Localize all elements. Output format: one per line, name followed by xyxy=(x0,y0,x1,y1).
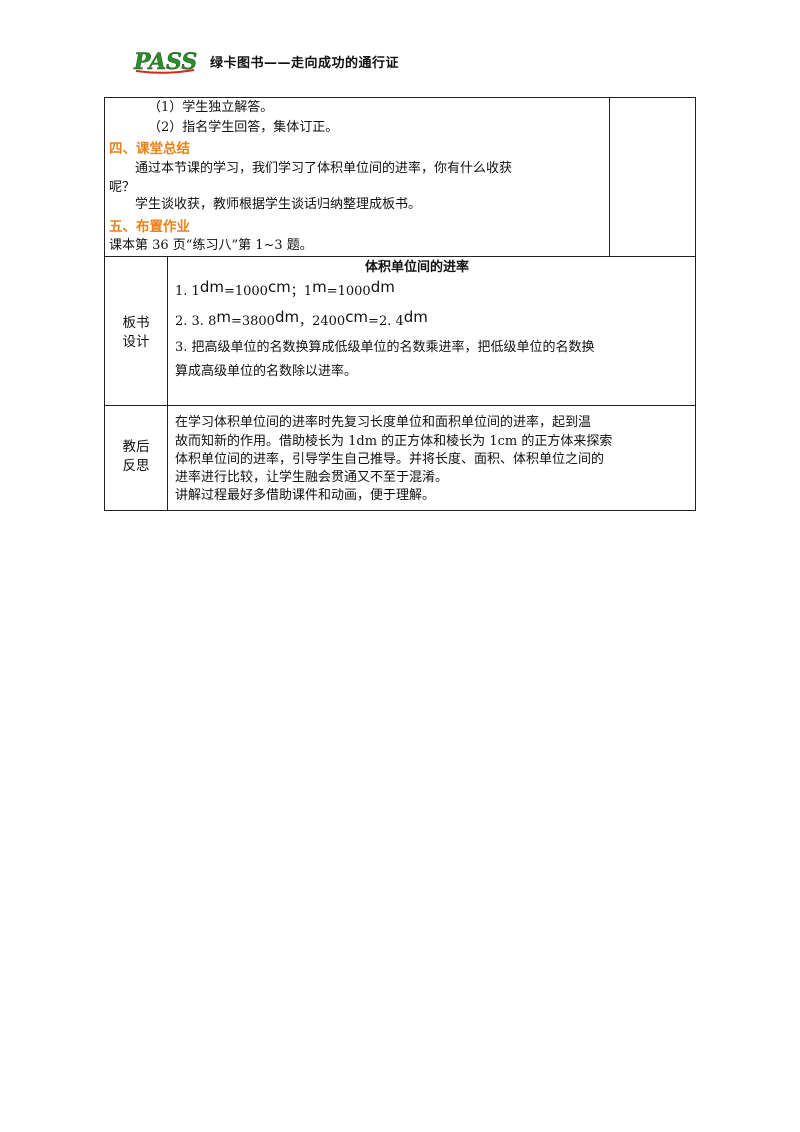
reflection-line3: 体积单位间的进率，引导学生自己推导。并将长度、面积、体积单位之间的 xyxy=(175,452,605,467)
pass-logo: PASS xyxy=(133,49,198,74)
board-item-2-part-c: ，2400 xyxy=(299,314,346,329)
board-label-line2: 设计 xyxy=(122,334,150,350)
unit-dm3: dm xyxy=(199,278,224,296)
board-item-2-part-b: =3800 xyxy=(230,314,275,329)
step-1-text: （1）学生独立解答。 xyxy=(148,100,274,115)
board-label-line1: 板书 xyxy=(122,315,150,331)
header-title: 绿卡图书——走向成功的通行证 xyxy=(210,55,400,71)
unit-dm3: dm xyxy=(274,308,300,326)
board-item-1-part-c: ；1 xyxy=(290,284,313,299)
reflection-line5: 讲解过程最好多借助课件和动画，便于理解。 xyxy=(175,488,436,503)
unit-cm3: cm xyxy=(267,278,291,296)
notes-column-divider xyxy=(609,98,610,256)
board-item-2-part-a: 2. 3. 8 xyxy=(175,314,217,329)
reflection-label-line2: 反思 xyxy=(122,458,150,474)
reflection-row: 教后 反思 在学习体积单位间的进率时先复习长度单位和面积单位间的进率，起到温 故… xyxy=(105,406,695,510)
board-item-1: 1. 1dm=1000cm；1m=1000dm xyxy=(175,278,395,301)
board-item-3-line2: 算成高级单位的名数除以进率。 xyxy=(175,364,358,379)
reflection-line1: 在学习体积单位间的进率时先复习长度单位和面积单位间的进率，起到温 xyxy=(175,415,592,430)
board-item-1-part-b: =1000 xyxy=(223,284,268,299)
reflection-label-cell: 教后 反思 xyxy=(105,406,168,510)
reflection-label-line1: 教后 xyxy=(122,439,150,455)
unit-cm3: cm xyxy=(345,308,369,326)
board-item-1-part-a: 1. 1 xyxy=(175,284,200,299)
unit-m3: m xyxy=(312,278,327,296)
logo-text: PASS xyxy=(133,49,197,74)
unit-m3: m xyxy=(216,308,231,326)
board-item-2: 2. 3. 8m=3800dm，2400cm=2. 4dm xyxy=(175,308,428,331)
board-title: 体积单位间的进率 xyxy=(365,260,470,275)
reflection-line4: 进率进行比较，让学生融会贯通又不至于混淆。 xyxy=(175,470,449,485)
board-item-1-part-d: =1000 xyxy=(326,284,371,299)
board-label-cell: 板书 设计 xyxy=(105,257,168,405)
lesson-table: （1）学生独立解答。 （2）指名学生回答，集体订正。 四、课堂总结 通过本节课的… xyxy=(104,97,696,511)
process-row: （1）学生独立解答。 （2）指名学生回答，集体订正。 四、课堂总结 通过本节课的… xyxy=(105,98,695,257)
summary-heading: 四、课堂总结 xyxy=(109,141,190,157)
page-header: PASS 绿卡图书——走向成功的通行证 xyxy=(132,48,399,74)
unit-dm3: dm xyxy=(403,308,428,326)
board-design-row: 板书 设计 体积单位间的进率 1. 1dm=1000cm；1m=1000dm 2… xyxy=(105,257,695,406)
summary-text-line1: 通过本节课的学习，我们学习了体积单位间的进率，你有什么收获 xyxy=(135,161,513,176)
homework-text: 课本第 36 页“练习八”第 1~3 题。 xyxy=(109,238,313,253)
reflection-line2: 故而知新的作用。借助棱长为 1dm 的正方体和棱长为 1cm 的正方体来探索 xyxy=(175,434,613,449)
board-item-2-part-d: =2. 4 xyxy=(368,314,404,329)
summary-text-line2: 呢？ xyxy=(109,180,136,195)
step-2-text: （2）指名学生回答，集体订正。 xyxy=(148,120,339,135)
unit-dm3: dm xyxy=(370,278,395,296)
board-item-3-line1: 3. 把高级单位的名数换算成低级单位的名数乘进率，把低级单位的名数换 xyxy=(175,340,595,355)
homework-heading: 五、布置作业 xyxy=(109,219,190,235)
summary-text-line3: 学生谈收获，教师根据学生谈话归纳整理成板书。 xyxy=(135,197,422,212)
